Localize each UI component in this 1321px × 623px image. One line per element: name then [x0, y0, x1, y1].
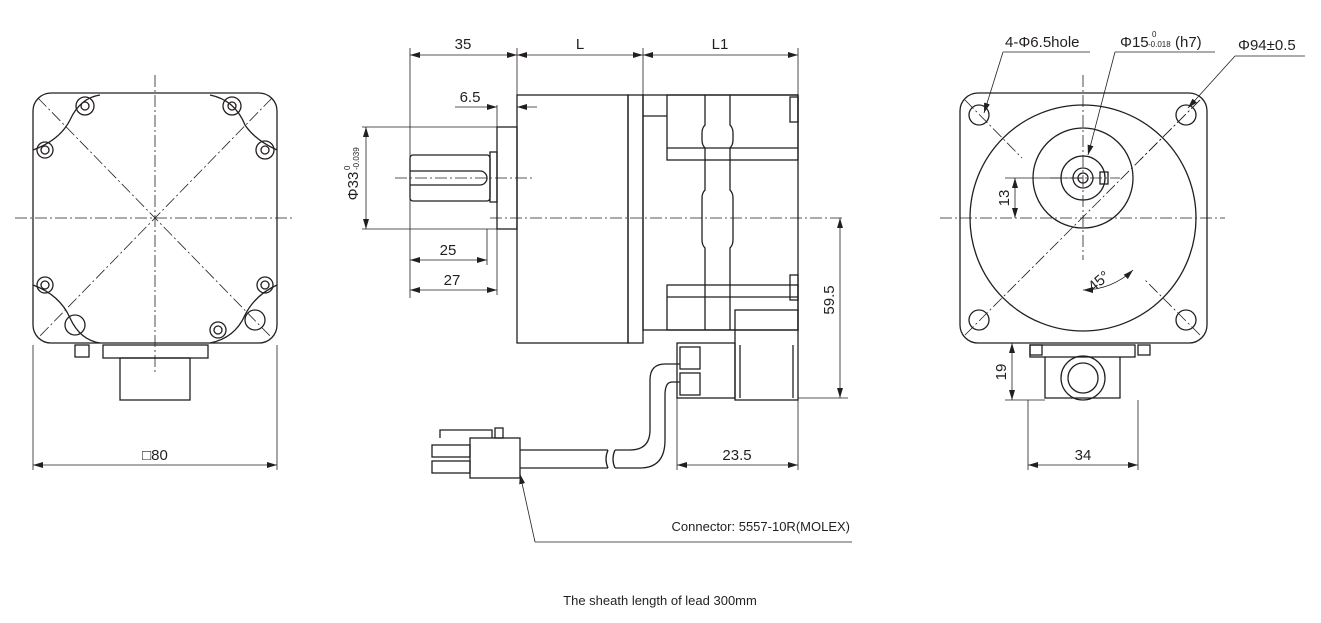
pcd-label: Φ94±0.5	[1238, 37, 1296, 54]
shaft-fit: (h7)	[1175, 34, 1202, 51]
dim-phi33: Φ33	[345, 172, 362, 201]
front-view: 45° 13 19 34 4-Φ6.5hole Φ15 0 -0.018 (h7…	[940, 30, 1305, 470]
footnote: The sheath length of lead 300mm	[563, 593, 757, 608]
dim-L1: L1	[712, 36, 729, 53]
angle-45: 45°	[1085, 268, 1113, 296]
tol-phi33-lower: -0.039	[352, 147, 361, 170]
dim-square-80: □80	[142, 447, 168, 464]
dim-19: 19	[993, 364, 1010, 381]
dim-13: 13	[996, 190, 1013, 207]
dim-23-5: 23.5	[722, 447, 751, 464]
dim-25: 25	[440, 242, 457, 259]
dim-35: 35	[455, 36, 472, 53]
tol-phi33-upper: 0	[343, 165, 352, 170]
dim-6-5: 6.5	[460, 89, 481, 106]
shaft-tol-lower: -0.018	[1148, 40, 1171, 49]
connector-label: Connector: 5557-10R(MOLEX)	[672, 519, 850, 534]
shaft-tol-upper: 0	[1152, 30, 1157, 39]
dim-L: L	[576, 36, 584, 53]
dim-34: 34	[1075, 447, 1092, 464]
shaft-label: Φ15	[1120, 34, 1149, 51]
rear-view: □80	[15, 75, 292, 470]
holes-label: 4-Φ6.5hole	[1005, 34, 1080, 51]
side-view: 35 L L1	[343, 36, 852, 543]
dim-59-5: 59.5	[821, 285, 838, 314]
dim-27: 27	[444, 272, 461, 289]
